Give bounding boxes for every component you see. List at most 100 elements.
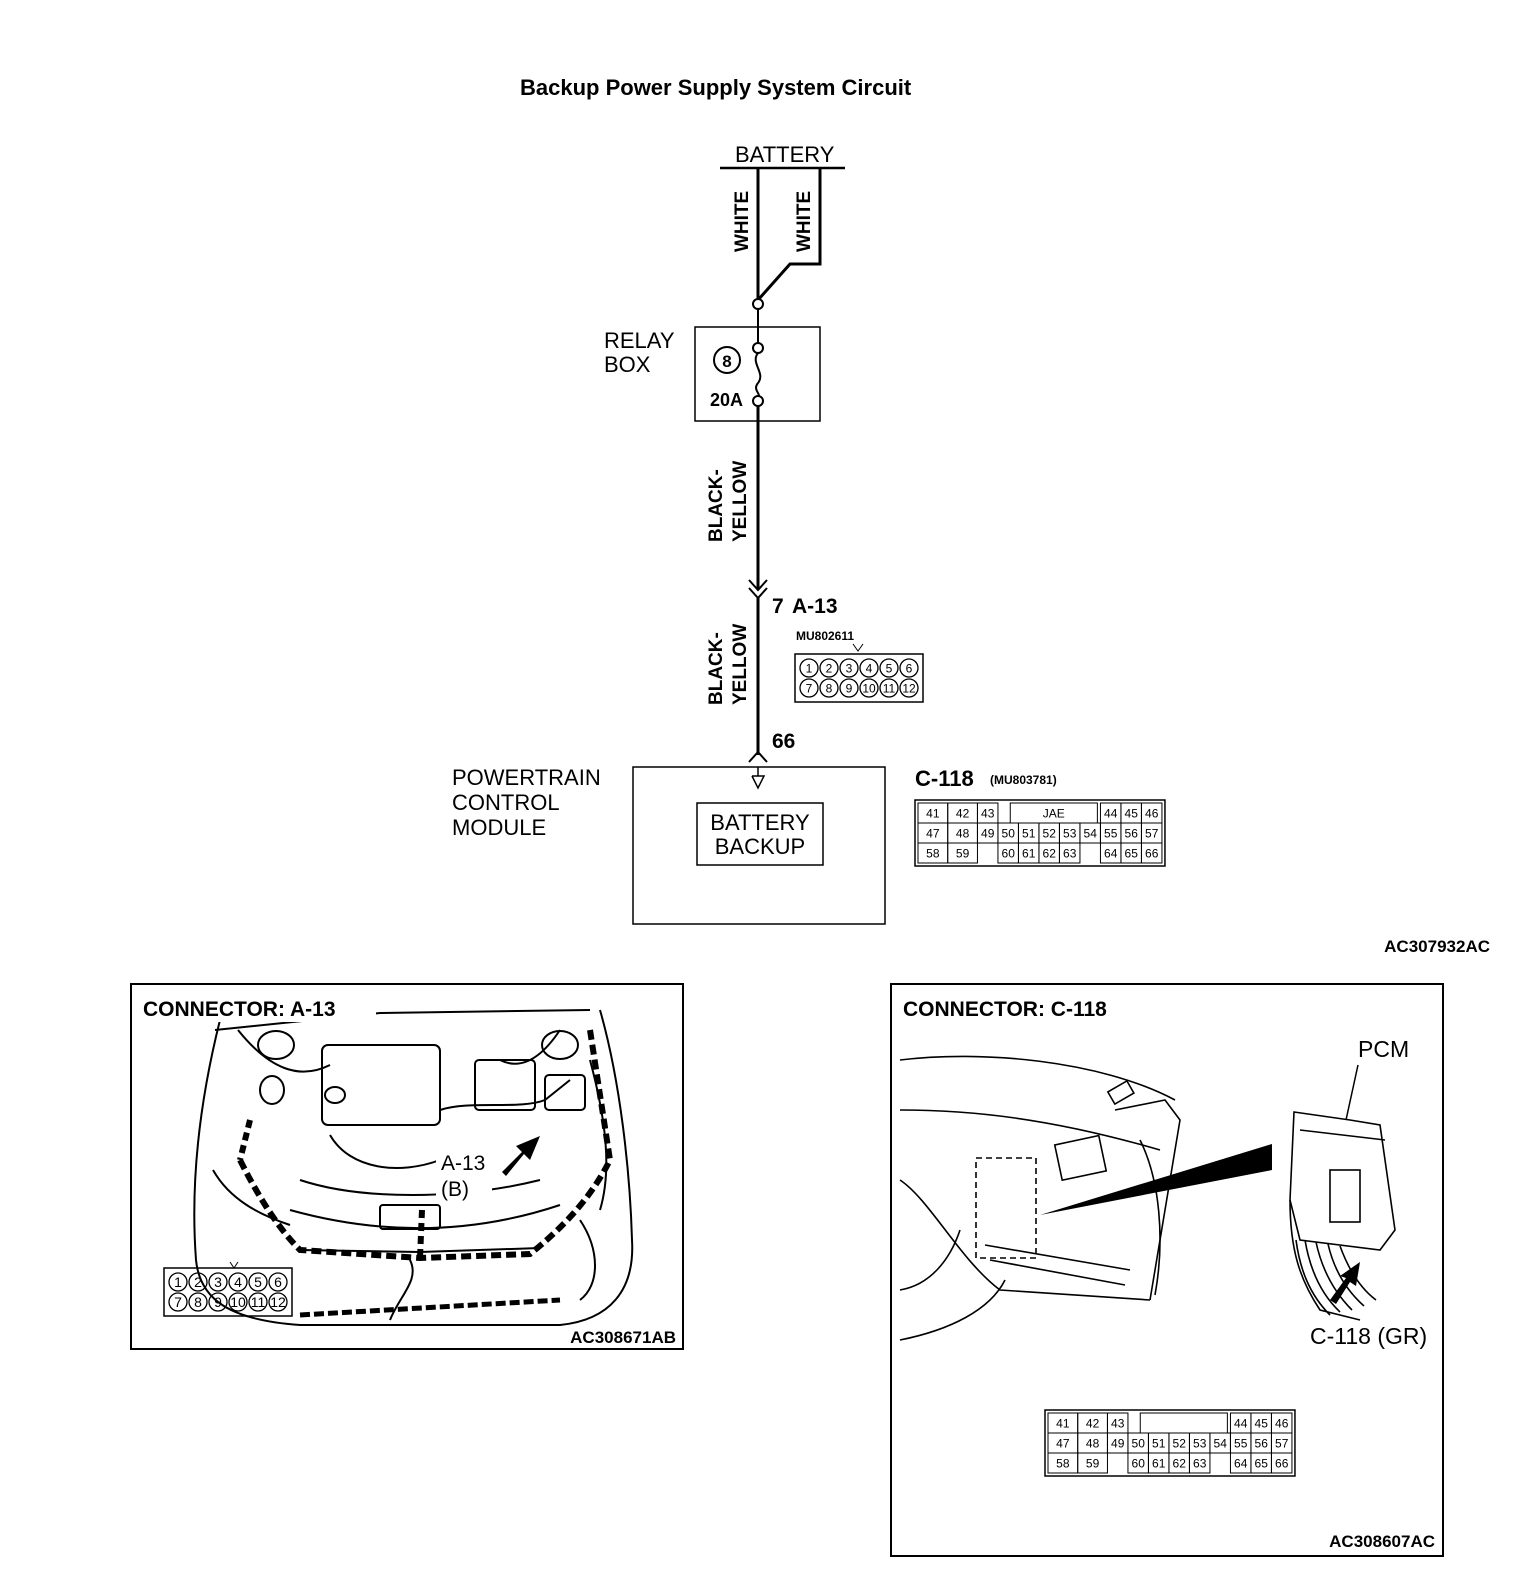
panel-a13-pin-number: 7: [174, 1294, 182, 1310]
a13-pin-number: 4: [866, 661, 873, 675]
panel-c118-pin-number: 57: [1275, 1436, 1289, 1450]
panel-c118: CONNECTOR: C-118: [890, 983, 1444, 1557]
panel-a13-pin: [208, 1292, 228, 1312]
panel-a13-pin: [268, 1292, 288, 1312]
wiring-diagram: BATTERY WHITE WHITE RELAY BOX 8 20A BLAC…: [452, 142, 1490, 956]
panel-a13-pin: [248, 1292, 268, 1312]
panel-a13-pin-number: 3: [214, 1274, 222, 1290]
panel-c118-pin-number: 46: [1275, 1416, 1289, 1430]
a13-pin-number: 10: [862, 681, 876, 695]
pcm-label-1: POWERTRAIN: [452, 765, 601, 790]
c118-pin-number: 52: [1043, 826, 1057, 840]
engine-cover: [321, 1044, 441, 1126]
panel-c118-cell: [1270, 1452, 1293, 1474]
panel-c118-pin-number: 66: [1275, 1456, 1289, 1470]
c118-pin-number: 56: [1125, 826, 1139, 840]
a13-key-mark: [852, 643, 864, 652]
a13-frame: [794, 653, 924, 703]
panel-a13-frame: [163, 1267, 293, 1317]
panel-c118-pin-number: 61: [1152, 1456, 1166, 1470]
pcm-connector-symbol: [748, 750, 768, 763]
pcm-box: [632, 766, 886, 925]
panel-c118-pin-number: 43: [1111, 1416, 1125, 1430]
panel-c118-pin-number: 51: [1152, 1436, 1166, 1450]
panel-a13-pin: [168, 1272, 188, 1292]
relay-box-label-2: BOX: [604, 352, 651, 377]
a13-callout-sub: (B): [441, 1178, 469, 1201]
c118-pin-number: 49: [981, 826, 995, 840]
c118-pin-number: 55: [1104, 826, 1118, 840]
panel-c118-pin-number: 52: [1173, 1436, 1187, 1450]
panel-c118-key-slot: [1139, 1412, 1228, 1434]
page-title: Backup Power Supply System Circuit: [520, 75, 912, 100]
panel-c118-frame: [1044, 1409, 1296, 1477]
c118-pointer-arrow: [1330, 1262, 1360, 1304]
a13-pin: [799, 658, 819, 678]
panel-a13-pin-number: 6: [274, 1274, 282, 1290]
c118-connector-label: C-118: [915, 766, 974, 791]
panel-c118-figure-id: AC308607AC: [1329, 1532, 1435, 1551]
a13-connector-label: A-13: [792, 595, 838, 618]
a13-pin-number: 8: [826, 681, 833, 695]
panel-c118-pin-number: 47: [1056, 1436, 1070, 1450]
battery-backup-label-2: BACKUP: [715, 834, 805, 859]
panel-c118-pin-number: 42: [1086, 1416, 1100, 1430]
panel-a13-pin-number: 4: [234, 1274, 242, 1290]
panel-a13-pin-number: 10: [230, 1294, 246, 1310]
heading-background: [138, 992, 376, 1022]
panel-a13-pin: [208, 1272, 228, 1292]
panel-a13-pin-number: 9: [214, 1294, 222, 1310]
c118-pin-number: 62: [1043, 846, 1057, 860]
panel-a13-key-mark: [229, 1261, 239, 1269]
engine-bay-illustration: [193, 1009, 634, 1326]
c118-part-number: (MU803781): [990, 773, 1057, 787]
a13-pin: [879, 678, 899, 698]
fuse-rating: 20A: [710, 390, 743, 410]
panel-a13-pin-number: 2: [194, 1274, 202, 1290]
panel-c118-pin-number: 45: [1255, 1416, 1269, 1430]
panel-c118-pin-number: 65: [1255, 1456, 1269, 1470]
panel-a13-pin-number: 11: [251, 1294, 266, 1310]
callout-background: [436, 1146, 492, 1202]
a13-pin-number: 3: [846, 661, 853, 675]
c118-pin-number: 57: [1145, 826, 1159, 840]
a13-pin-number: 6: [906, 661, 913, 675]
a13-pin-number: 12: [902, 681, 916, 695]
panel-c118-pin-number: 55: [1234, 1436, 1248, 1450]
panel-c118-cell: [1077, 1452, 1108, 1474]
panel-a13-pin-number: 1: [174, 1274, 182, 1290]
c118-pin-number: 42: [956, 806, 970, 820]
panel-c118-pin-number: 44: [1234, 1416, 1248, 1430]
splice-point: [752, 298, 764, 310]
a13-pin: [819, 658, 839, 678]
a13-pin-number: 2: [826, 661, 833, 675]
a13-pointer-arrow: [502, 1136, 540, 1176]
a13-terminal-number: 7: [772, 595, 784, 618]
pcm-label: PCM: [1358, 1036, 1409, 1062]
panel-a13-pin: [228, 1292, 248, 1312]
c118-pin-number: 43: [981, 806, 995, 820]
wire-lower-label-2: YELLOW: [730, 624, 751, 705]
white-wire-2-label: WHITE: [794, 191, 815, 252]
panel-c118-pin-number: 41: [1056, 1416, 1070, 1430]
relay-box-label-1: RELAY: [604, 328, 675, 353]
white-wire-2: [756, 168, 822, 301]
a13-pin: [899, 678, 919, 698]
a13-pin-number: 7: [806, 681, 813, 695]
a13-callout: A-13: [441, 1152, 485, 1175]
a13-pin: [859, 678, 879, 698]
c118-pin-number: 46: [1145, 806, 1159, 820]
panel-c118-pin-number: 49: [1111, 1436, 1125, 1450]
panel-c118-pin-number: 63: [1193, 1456, 1207, 1470]
c118-cell: [1140, 842, 1163, 864]
pcm-location-dashed: [975, 1157, 1037, 1259]
panel-a13-pin-number: 12: [270, 1294, 286, 1310]
panel-a13-heading: CONNECTOR: A-13: [143, 998, 336, 1021]
fuse-number-circle: [713, 346, 741, 374]
panel-c118-pin-number: 56: [1255, 1436, 1269, 1450]
panel-a13-pin: [228, 1272, 248, 1292]
c118-pin-number: 61: [1022, 846, 1036, 860]
